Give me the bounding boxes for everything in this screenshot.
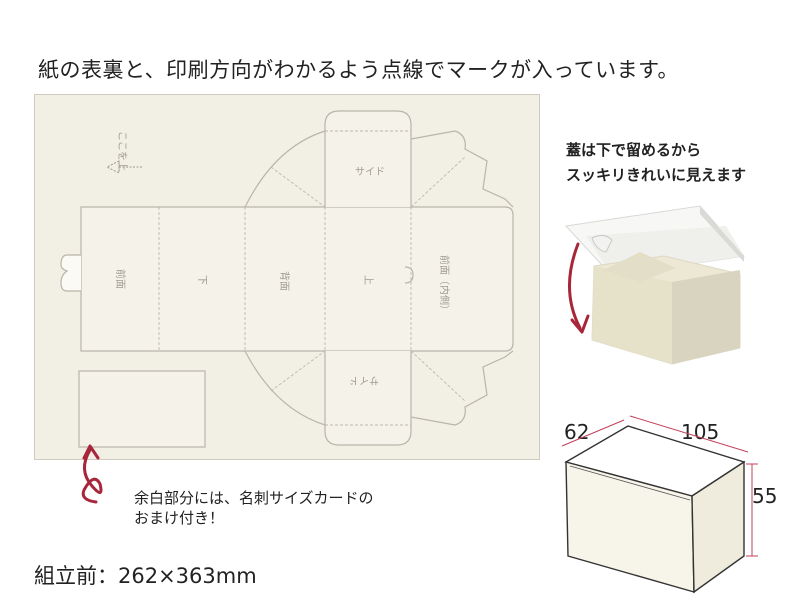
dimension-width: 62 <box>564 420 590 444</box>
sheet-label-front: 前面 <box>114 269 127 289</box>
red-arrow-icon <box>568 242 582 330</box>
dimension-length: 105 <box>681 420 720 444</box>
die-cut-sheet: ここを上 サイド サイド 前面 下 背面 上 前面（内側） <box>34 94 540 460</box>
dimension-height: 55 <box>752 484 778 508</box>
sheet-label-side-bottom: サイド <box>349 374 379 386</box>
business-card-outline <box>78 370 206 448</box>
pre-assembly-size: 組立前：262×363mm <box>34 564 257 588</box>
die-cut-template-drawing: ここを上 サイド サイド 前面 下 背面 上 前面（内側） <box>60 110 514 448</box>
sheet-label-back: 背面 <box>278 271 291 291</box>
lid-note-line1: 蓋は下で留めるから <box>566 141 702 159</box>
card-note-line1: 余白部分には、名刺サイズカードの <box>134 489 374 507</box>
closed-box-illustration <box>564 425 746 594</box>
sheet-label-front-inner: 前面（内側） <box>438 255 451 315</box>
lid-note-line2: スッキリきれいに見えます <box>566 166 747 184</box>
sheet-label-arrow: ここを上 <box>116 131 128 171</box>
dimension-lines <box>561 415 758 557</box>
open-box-illustration <box>564 205 745 365</box>
sheet-label-top: 上 <box>362 275 374 285</box>
card-note: 余白部分には、名刺サイズカードの おまけ付き！ <box>134 488 374 528</box>
print-direction-arrow <box>105 160 143 174</box>
headline: 紙の表裏と、印刷方向がわかるよう点線でマークが入っています。 <box>38 58 680 82</box>
sheet-label-side-top: サイド <box>355 166 385 178</box>
lid-note: 蓋は下で留めるから スッキリきれいに見えます <box>566 138 746 188</box>
card-note-line2: おまけ付き！ <box>134 509 225 527</box>
sheet-label-bottom: 下 <box>196 275 207 285</box>
